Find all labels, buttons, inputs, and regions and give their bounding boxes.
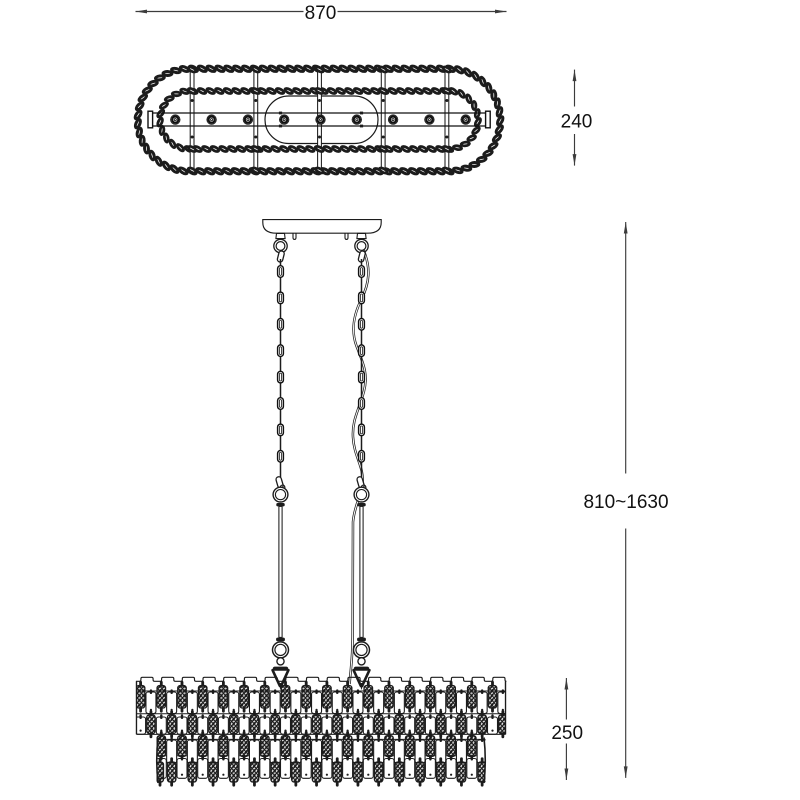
svg-text:810~1630: 810~1630 [583,492,668,513]
svg-text:870: 870 [305,3,337,24]
svg-text:250: 250 [551,723,583,744]
svg-text:240: 240 [561,112,593,133]
